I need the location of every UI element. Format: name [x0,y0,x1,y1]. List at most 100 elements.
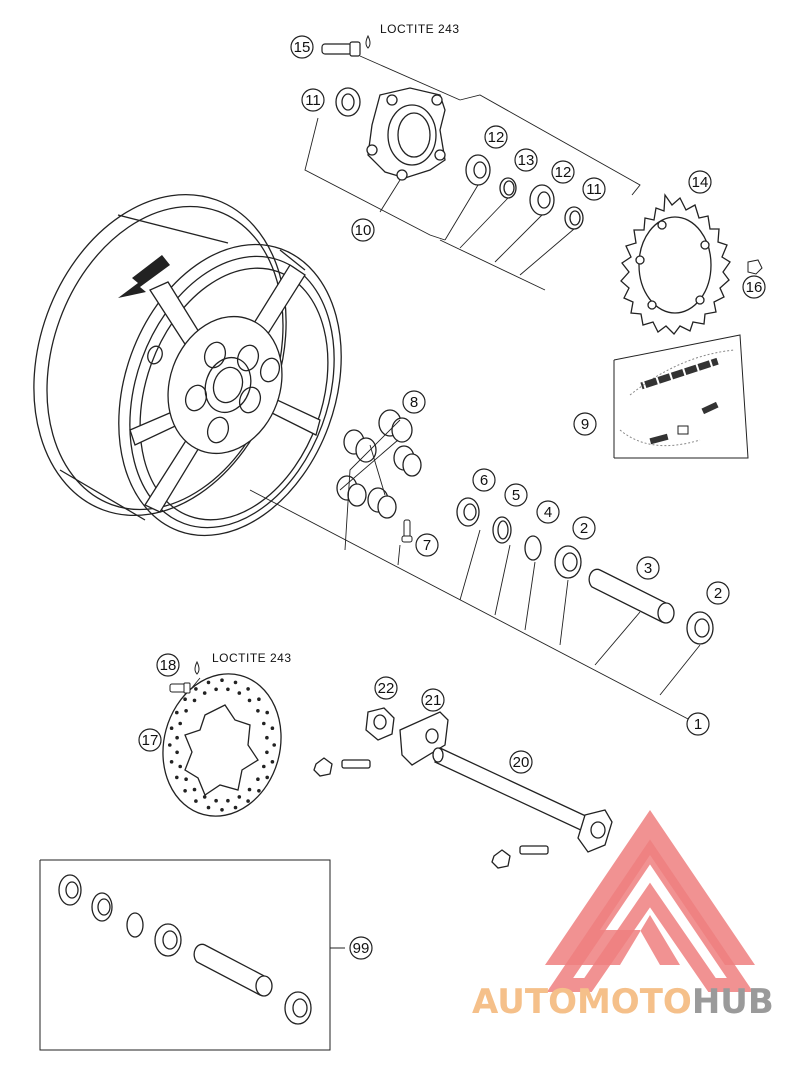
disc-hole [183,789,187,793]
loctite-note-top: LOCTITE 243 [380,22,460,36]
disc-hole [256,777,260,781]
callout-number: 3 [644,560,652,577]
disc-hole [168,743,172,747]
disc-hole [194,799,198,803]
callout-c13: 13 [514,148,538,172]
rear-sprocket [620,193,731,335]
disc-hole [178,721,182,726]
callout-number: 2 [714,585,722,602]
disc-hole [175,775,179,780]
callout-c5: 5 [504,483,528,507]
callout-c1: 1 [686,712,710,736]
callout-c11a: 11 [301,88,325,112]
callout-c21: 21 [421,688,445,712]
callout-number: 8 [410,394,418,411]
callout-circle [504,483,528,507]
disc-hole [175,750,179,755]
disc-hole [175,710,179,715]
disc-hole [220,678,224,682]
callout-number: 20 [513,754,530,771]
callout-number: 12 [488,129,505,146]
disc-hole [262,764,266,769]
callout-number: 17 [142,732,159,749]
callout-circle [374,676,398,700]
callout-number: 7 [423,537,431,554]
leader-lines-top [304,55,641,291]
callout-circle [688,170,712,194]
callout-circle [551,160,575,184]
disc-hole [192,787,197,792]
carrier-bolt [321,41,361,57]
automotohub-logo [545,810,755,992]
callout-circle [742,275,766,299]
callout-number: 9 [581,416,589,433]
callout-circle [415,533,439,557]
callout-c14: 14 [688,170,712,194]
callout-number: 15 [294,39,311,56]
disc-hole [226,798,230,803]
callout-number: 4 [544,504,552,521]
callout-circle [301,88,325,112]
callout-c4: 4 [536,500,560,524]
callout-number: 21 [425,692,442,709]
callout-number: 12 [555,164,572,181]
disc-hole [265,775,270,780]
disc-hole [233,680,238,685]
callout-number: 11 [586,181,602,198]
disc-hole [214,798,218,803]
callout-circle [706,581,730,605]
callout-number: 2 [580,520,588,537]
callout-circle [290,35,314,59]
callout-circle [572,516,596,540]
disc-hole [237,691,242,695]
callout-number: 14 [692,174,709,191]
callout-circle [472,468,496,492]
disc-hole [206,680,211,685]
disc-hole [237,795,242,799]
callout-circle [536,500,560,524]
callout-c20: 20 [509,750,533,774]
callout-circle [582,177,606,201]
callout-c10: 10 [351,218,375,242]
sprocket-nut [747,259,763,275]
disc-hole [247,787,252,792]
callout-circle [351,218,375,242]
disc-hole [202,795,207,799]
disc-hole [220,808,224,812]
callout-number: 16 [746,279,763,296]
disc-hole [184,777,188,781]
callout-c8: 8 [402,390,426,414]
callout-c11b: 11 [582,177,606,201]
callout-circle [509,750,533,774]
loctite-drop-disc-icon [194,660,200,675]
watermark-automoto: AUTOMOTO [472,982,692,1022]
rotation-arrow-icon [118,255,170,298]
callout-circle [421,688,445,712]
disc-hole [169,726,174,730]
disc-hole [270,760,275,764]
disc-hole [233,805,238,810]
disc-hole [262,721,266,726]
disc-hole [270,726,275,730]
rear-wheel [33,193,342,537]
loctite-drop-icon [365,34,371,49]
disc-hole [246,687,250,691]
callout-c2b: 2 [706,581,730,605]
callout-number: 13 [518,152,535,169]
disc-hole [183,697,187,701]
disc-hole [194,687,198,691]
bearing-kit-box [39,859,345,1051]
leader-lines-middle [249,419,701,721]
callout-c22: 22 [374,676,398,700]
callout-circle [686,712,710,736]
tire-valve [401,519,413,543]
watermark-text: AUTOMOTOHUB [472,982,774,1022]
callout-c15: 15 [290,35,314,59]
callout-circle [636,556,660,580]
callout-c99: 99 [349,936,373,960]
callout-circle [484,125,508,149]
callout-number: 5 [512,487,520,504]
disc-hole [184,709,188,713]
disc-hole [256,709,260,713]
